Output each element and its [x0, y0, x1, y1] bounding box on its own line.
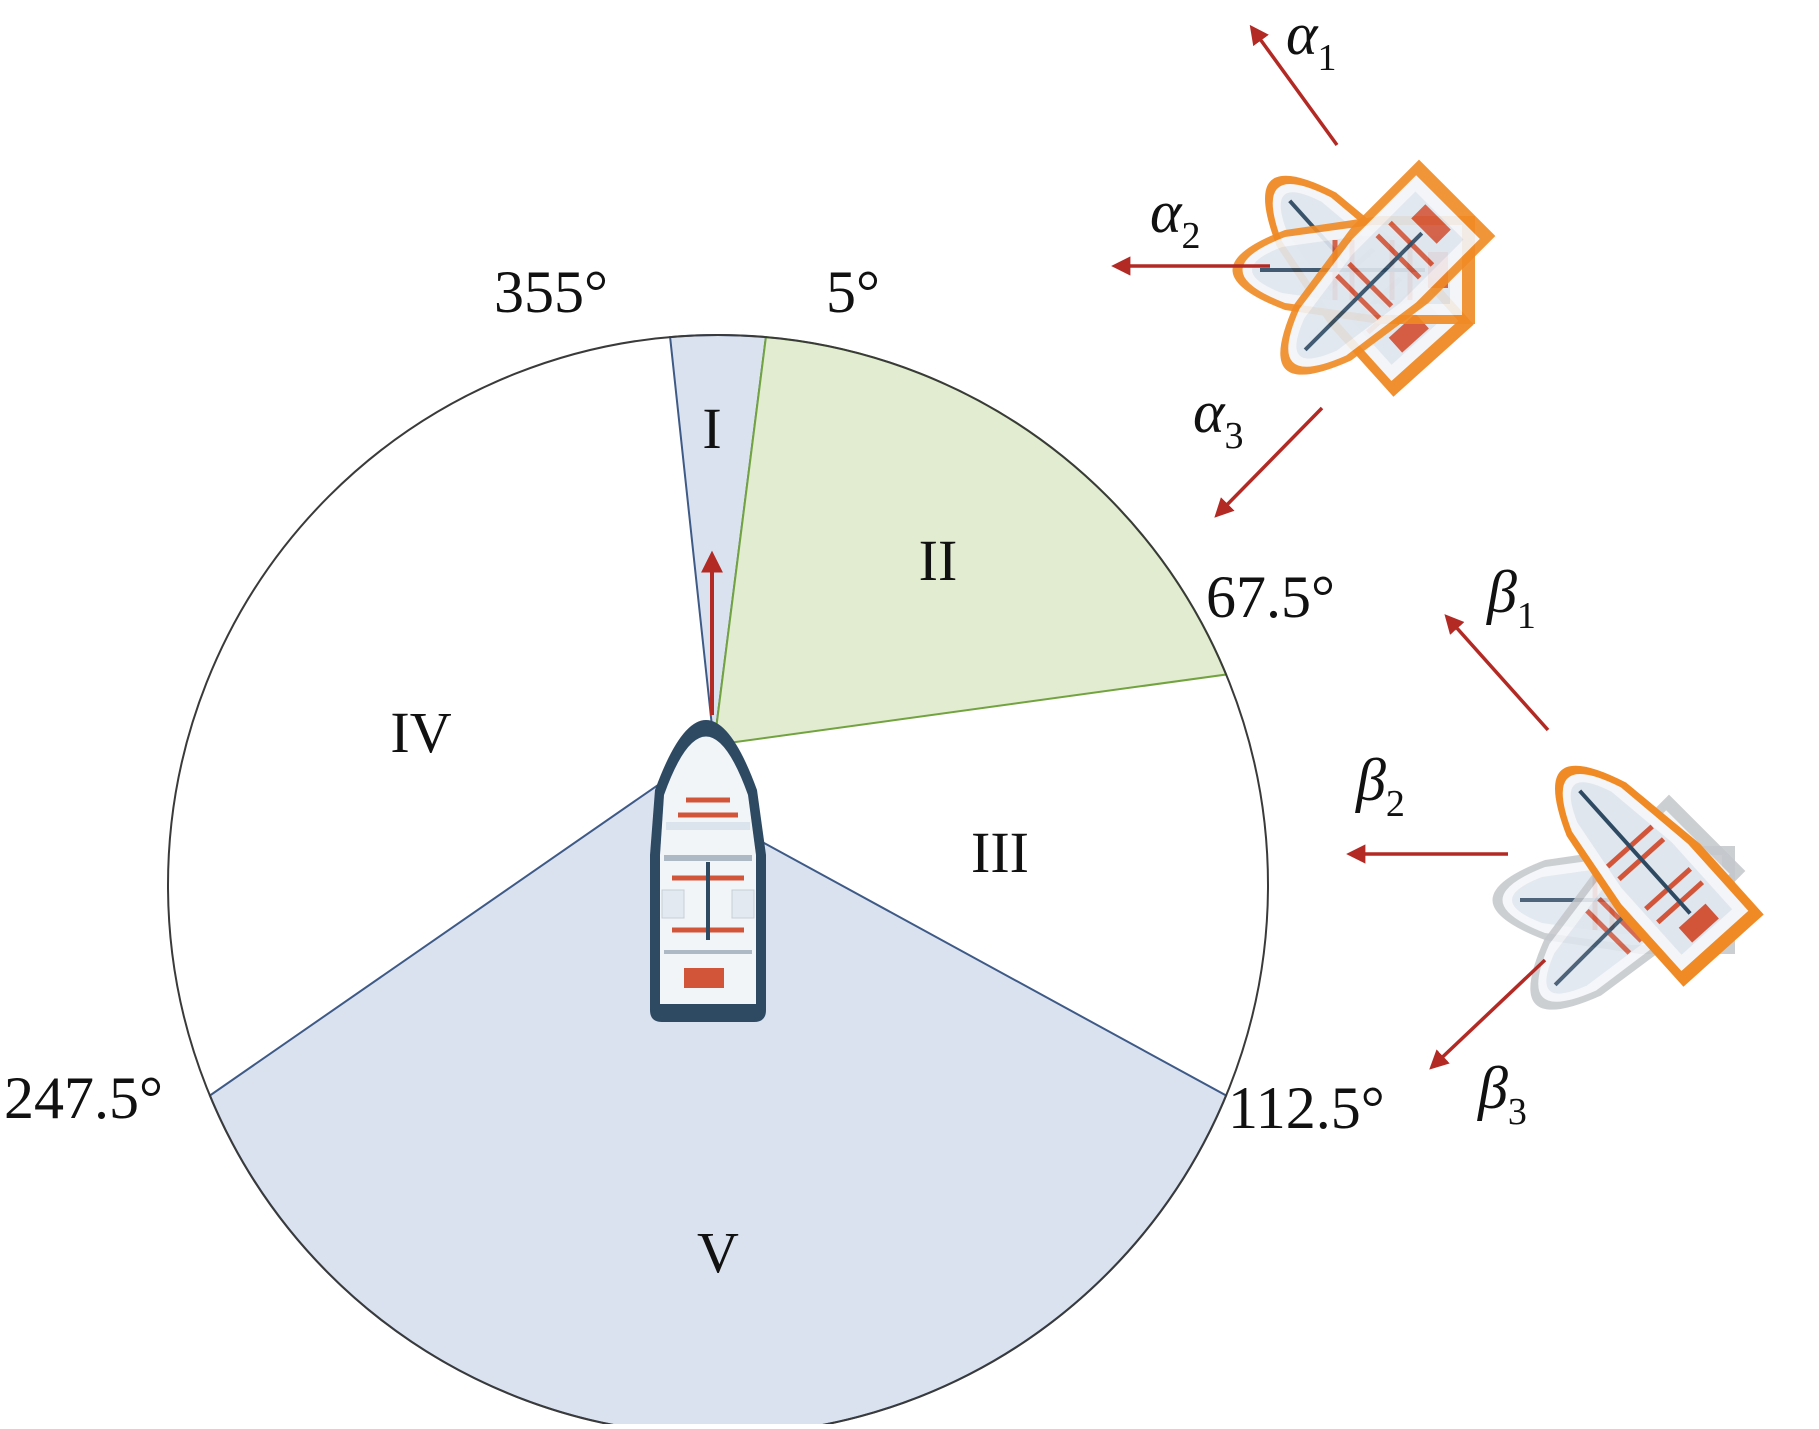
alpha-2-symbol: α [1150, 179, 1183, 245]
beta-1-subscript: 1 [1517, 595, 1536, 637]
beta-3-arrow [1429, 958, 1547, 1070]
alpha-2-subscript: 2 [1182, 215, 1201, 257]
beta-2-label: β2 [1355, 747, 1405, 825]
sector-label-v: V [697, 1220, 739, 1285]
alpha-ship-group [1232, 144, 1496, 397]
bearing-label-67-5: 67.5° [1206, 564, 1335, 630]
sector-label-i: I [702, 396, 721, 461]
alpha-1-label: α1 [1286, 1, 1337, 79]
bearing-label-112-5: 112.5° [1228, 1075, 1385, 1141]
sector-layer [208, 334, 1228, 1429]
alpha-3-symbol: α [1193, 379, 1226, 445]
own-ship-icon [650, 720, 766, 1022]
beta-2-symbol: β [1355, 747, 1386, 813]
beta-1-label: β1 [1486, 559, 1536, 637]
alpha-1-symbol: α [1286, 1, 1319, 67]
sector-label-ii: II [919, 528, 958, 593]
beta-1-symbol: β [1486, 559, 1517, 625]
beta-1-arrow [1444, 614, 1550, 732]
beta-ship-group [1492, 734, 1764, 1042]
alpha-1-subscript: 1 [1318, 37, 1337, 79]
sector-label-iii: III [971, 820, 1029, 885]
bearing-label-247-5: 247.5° [4, 1065, 163, 1131]
sector-label-iv: IV [390, 700, 451, 765]
alpha-3-arrow [1214, 406, 1324, 518]
alpha-3-label: α3 [1193, 379, 1244, 457]
beta-2-subscript: 2 [1386, 783, 1405, 825]
alpha-2-label: α2 [1150, 179, 1201, 257]
range-circle [167, 334, 1269, 1429]
beta-ship-icon [1521, 734, 1764, 987]
bearing-label-355: 355° [494, 259, 608, 325]
alpha-1-arrow [1249, 24, 1339, 147]
beta-3-symbol: β [1477, 1055, 1508, 1121]
sector-ii [712, 336, 1228, 747]
alpha-3-subscript: 3 [1225, 415, 1244, 457]
beta-3-label: β3 [1477, 1055, 1527, 1133]
beta-3-subscript: 3 [1508, 1091, 1527, 1133]
bearing-label-5: 5° [826, 259, 880, 325]
